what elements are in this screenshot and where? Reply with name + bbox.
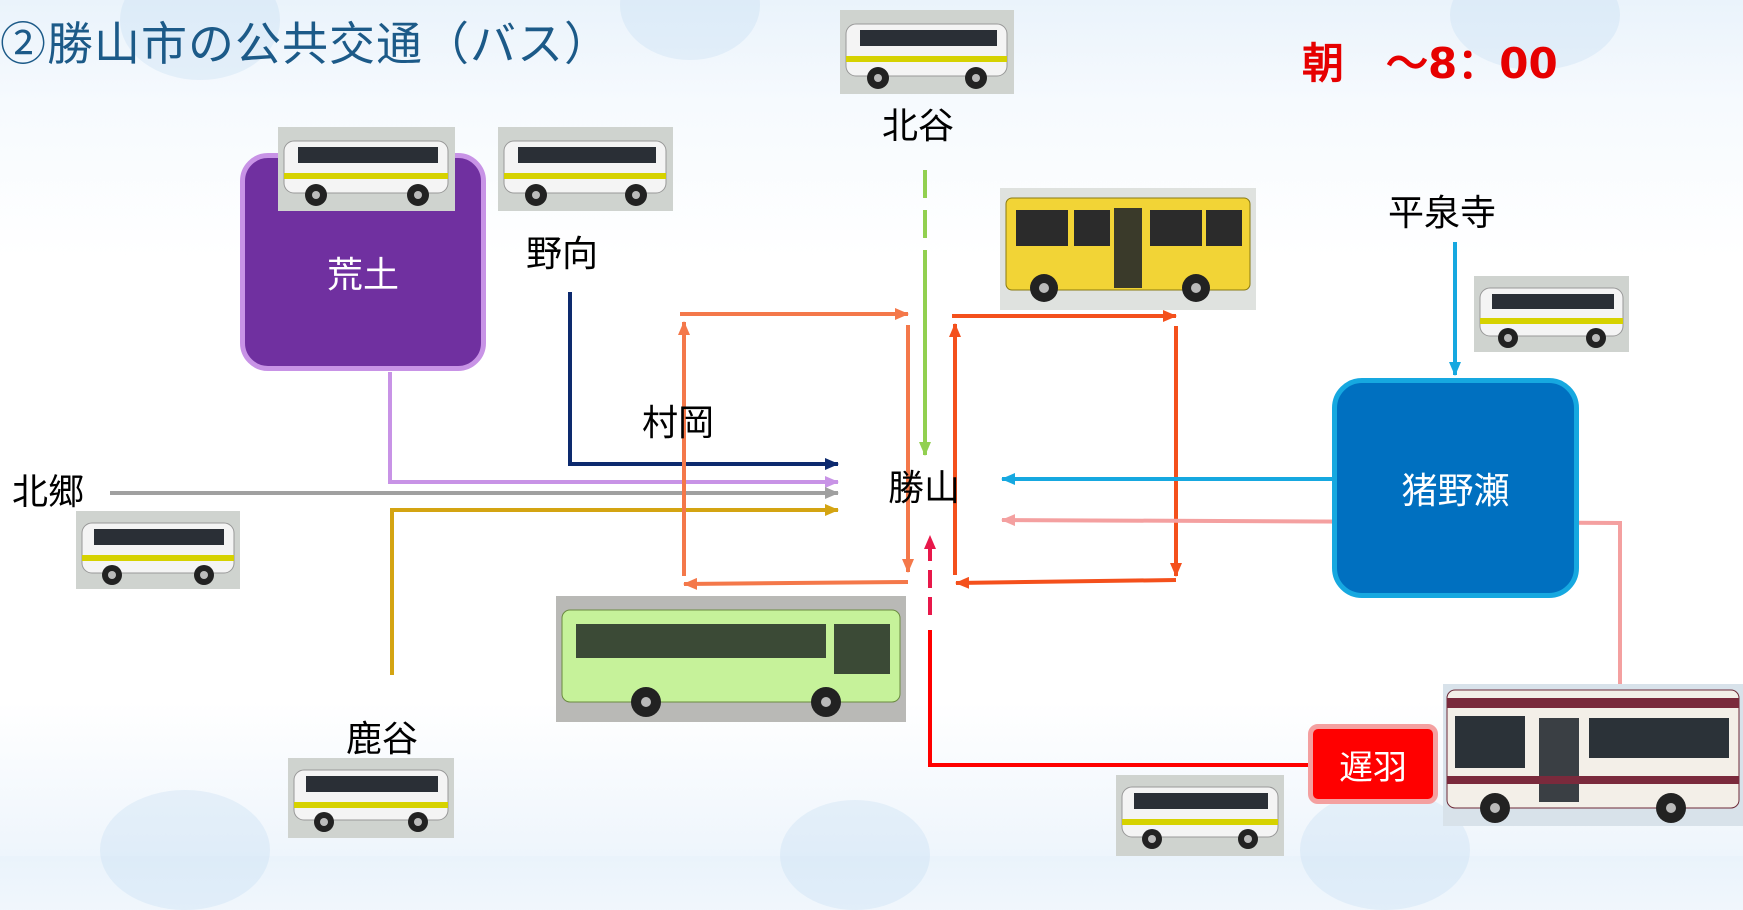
shikadani-label: 鹿谷: [346, 719, 419, 760]
page-title: ②勝山市の公共交通（バス）: [0, 17, 611, 71]
heisenji-label: 平泉寺: [1388, 193, 1497, 234]
van-bus-image: [76, 511, 240, 589]
inonose-label: 猪野瀬: [1401, 471, 1510, 512]
hokugo-label: 北郷: [12, 472, 85, 513]
route-bus-image: [1443, 684, 1743, 826]
kitadani-label: 北谷: [882, 106, 955, 147]
hobara-box: 遅羽: [1308, 724, 1438, 804]
route-arado: [388, 372, 839, 488]
noko-label: 野向: [526, 234, 599, 275]
time-label: 朝 ～8：00: [1302, 39, 1558, 88]
green-bus-image: [556, 596, 906, 722]
hobara-label: 遅羽: [1339, 747, 1407, 788]
route-east-bottom: [955, 576, 1177, 589]
katsuyama-label: 勝山: [888, 468, 961, 509]
route-noko: [568, 292, 839, 470]
van-bus-image: [1474, 276, 1629, 352]
route-shikadani: [390, 504, 839, 675]
van-bus-image: [498, 127, 673, 211]
van-bus-image: [1116, 775, 1284, 856]
van-bus-image: [288, 758, 454, 838]
van-bus-image: [278, 127, 455, 211]
muraoka-label: 村岡: [642, 403, 715, 444]
inonose-box: 猪野瀬: [1332, 378, 1579, 598]
route-muraoka-bottom: [683, 577, 909, 590]
route-hobara: [928, 630, 1310, 767]
route-lines: [110, 170, 1622, 767]
yellow-bus-image: [1000, 188, 1256, 310]
van-bus-image: [840, 10, 1014, 94]
arado-label: 荒土: [326, 255, 399, 296]
route-pink: [1001, 514, 1622, 685]
